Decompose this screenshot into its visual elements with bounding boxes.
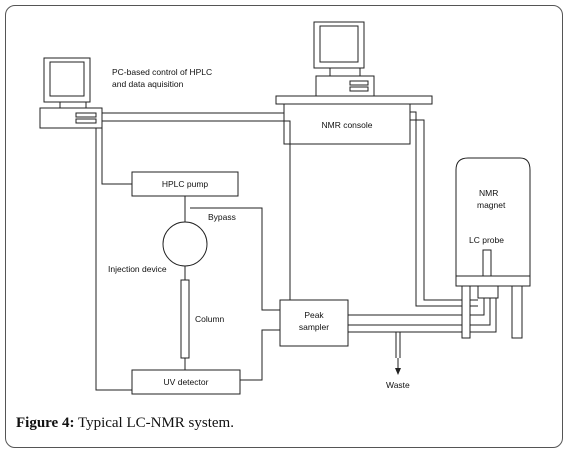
peak-sampler-box <box>279 299 349 347</box>
console-magnet-cable-2 <box>410 119 478 301</box>
nmr-console-label: NMR console <box>321 120 372 130</box>
nmr-pc-computer-icon <box>275 21 433 105</box>
pc-computer-icon <box>39 57 103 129</box>
sampler-probe-line-3 <box>348 290 497 333</box>
peak-sampler-label: Peak <box>304 310 324 320</box>
nmr-magnet-icon <box>455 157 531 277</box>
uv-sampler-line <box>240 329 280 381</box>
column-icon <box>180 279 190 359</box>
bypass-label: Bypass <box>208 212 236 222</box>
sampler-probe-line-2 <box>348 290 491 326</box>
console-magnet-cable <box>410 111 478 307</box>
figure-caption: Figure 4: Typical LC-NMR system. <box>16 415 234 432</box>
nmr-magnet-label-line2: magnet <box>477 200 506 210</box>
injection-device-icon <box>162 221 208 267</box>
lc-probe-icon <box>482 249 492 279</box>
waste-label: Waste <box>386 380 410 390</box>
column-label: Column <box>195 314 225 324</box>
pc-control-label: PC-based control of HPLC <box>112 67 212 77</box>
injection-device-label: Injection device <box>108 264 167 274</box>
uv-detector-label: UV detector <box>164 377 209 387</box>
bypass-line <box>190 207 280 311</box>
lc-probe-label: LC probe <box>469 235 504 245</box>
control-line-sampler <box>110 120 291 300</box>
waste-arrow-icon <box>395 368 401 375</box>
magnet-leg-left <box>461 285 471 339</box>
pc-control-label-line2: and data aquisition <box>112 79 184 89</box>
nmr-console-box <box>283 103 411 145</box>
caption-text: Typical LC-NMR system. <box>77 415 234 431</box>
control-line-uv <box>95 128 132 391</box>
hplc-pump-label: HPLC pump <box>162 179 209 189</box>
magnet-leg-right <box>511 285 523 339</box>
control-line-pump <box>101 128 132 185</box>
magnet-base <box>455 275 531 287</box>
caption-label: Figure 4: <box>16 415 75 431</box>
nmr-magnet-label: NMR <box>479 188 498 198</box>
probe-connector <box>477 285 499 299</box>
uv-detector-box <box>131 369 241 395</box>
peak-sampler-label-line2: sampler <box>299 322 329 332</box>
